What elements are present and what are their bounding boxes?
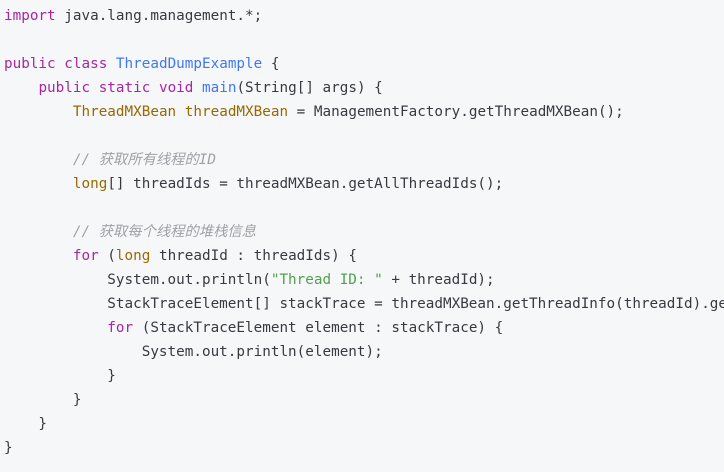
code-token: [4, 224, 73, 240]
code-token: = ManagementFactory.getThreadMXBean();: [288, 104, 624, 120]
code-token: [4, 176, 73, 192]
code-line: for (StackTraceElement element : stackTr…: [4, 316, 503, 340]
code-token: long: [72, 176, 108, 192]
code-token: [4, 152, 73, 168]
code-token: ThreadDumpExample: [115, 56, 263, 72]
code-line: import java.lang.management.*;: [4, 4, 262, 28]
code-token: [176, 104, 185, 120]
code-token: main: [202, 80, 237, 96]
code-token: static: [98, 80, 151, 96]
code-line: long[] threadIds = threadMXBean.getAllTh…: [4, 172, 503, 196]
code-token: [193, 80, 202, 96]
code-token: + threadId);: [382, 272, 495, 288]
code-token: [56, 56, 65, 72]
code-token: for: [107, 320, 134, 336]
code-line: public class ThreadDumpExample {: [4, 52, 279, 76]
code-line: StackTraceElement[] stackTrace = threadM…: [4, 292, 724, 316]
code-line: }: [4, 388, 82, 412]
code-token: class: [64, 56, 108, 72]
code-token: (StackTraceElement element : stackTrace)…: [133, 320, 504, 336]
code-token: long: [115, 248, 151, 264]
code-token: import: [4, 8, 56, 24]
code-line: System.out.println("Thread ID: " + threa…: [4, 268, 495, 292]
code-token: }: [4, 368, 116, 384]
code-token: [4, 320, 107, 336]
code-line: // 获取每个线程的堆栈信息: [4, 220, 256, 244]
code-token: "Thread ID: ": [270, 272, 383, 288]
code-token: [90, 80, 99, 96]
code-token: void: [158, 80, 194, 96]
code-token: (String[] args) {: [236, 80, 383, 96]
code-token: [150, 80, 159, 96]
code-line: System.out.println(element);: [4, 340, 383, 364]
code-line: public static void main(String[] args) {: [4, 76, 383, 100]
code-token: ThreadMXBean: [72, 104, 177, 120]
code-token: System.out.println(element);: [4, 344, 383, 360]
code-line: }: [4, 436, 13, 460]
code-token: // 获取所有线程的ID: [72, 152, 216, 168]
code-token: }: [4, 392, 82, 408]
code-token: public: [4, 56, 56, 72]
code-token: [4, 248, 73, 264]
code-line: // 获取所有线程的ID: [4, 148, 216, 172]
code-token: (: [98, 248, 116, 264]
code-token: threadId : threadIds) {: [150, 248, 357, 264]
code-line: for (long threadId : threadIds) {: [4, 244, 357, 268]
code-token: System.out.println(: [4, 272, 271, 288]
code-token: [107, 56, 116, 72]
code-token: [4, 104, 73, 120]
code-token: StackTraceElement[] stackTrace = threadM…: [4, 296, 724, 312]
code-token: {: [262, 56, 280, 72]
code-token: }: [4, 416, 48, 432]
code-token: public: [38, 80, 91, 96]
code-token: java.lang.management.*;: [55, 8, 263, 24]
code-token: // 获取每个线程的堆栈信息: [72, 224, 256, 240]
code-token: }: [4, 440, 13, 456]
code-line: ThreadMXBean threadMXBean = ManagementFa…: [4, 100, 624, 124]
code-token: for: [72, 248, 99, 264]
code-token: [4, 80, 38, 96]
code-token: [] threadIds = threadMXBean.getAllThread…: [107, 176, 504, 192]
code-line: }: [4, 364, 116, 388]
code-line: }: [4, 412, 47, 436]
code-token: threadMXBean: [184, 104, 289, 120]
